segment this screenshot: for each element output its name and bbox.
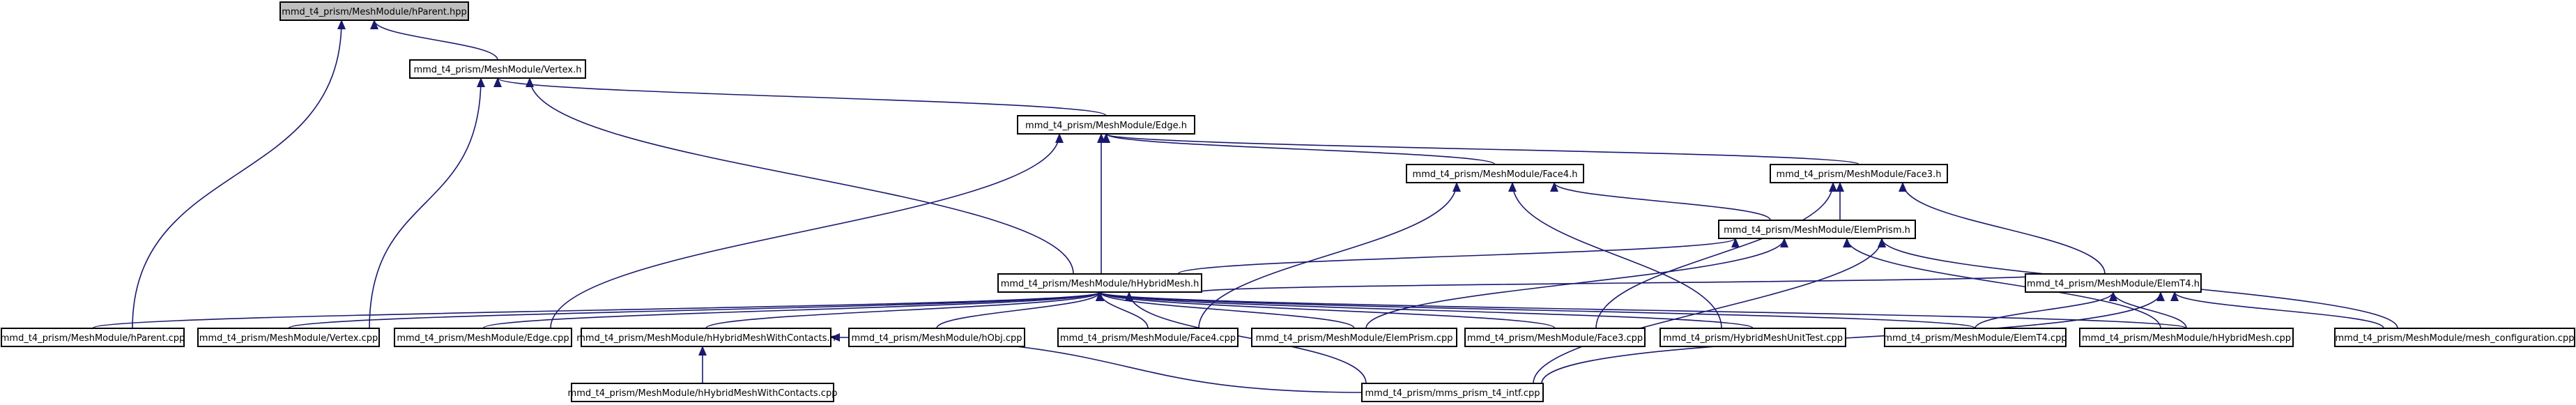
node-mms-cpp[interactable]: mmd_t4_prism/mms_prism_t4_intf.cpp <box>1361 383 1544 402</box>
node-face4-cpp[interactable]: mmd_t4_prism/MeshModule/Face4.cpp <box>1057 328 1239 347</box>
node-label: mmd_t4_prism/MeshModule/hHybridMesh.h <box>1001 279 1199 289</box>
edge-hhybridmesh_cpp-to-elemprism_h <box>1843 238 2161 329</box>
node-label: mmd_t4_prism/MeshModule/ElemT4.h <box>2027 279 2200 289</box>
node-hhmwc-h[interactable]: mmd_t4_prism/MeshModule/hHybridMeshWithC… <box>576 328 836 347</box>
node-label: mmd_t4_prism/MeshModule/Face4.h <box>1413 169 1578 180</box>
node-label: mmd_t4_prism/MeshModule/hHybridMeshWithC… <box>576 333 835 344</box>
node-hmut-cpp[interactable]: mmd_t4_prism/HybridMeshUnitTest.cpp <box>1659 328 1846 347</box>
node-hhybridmesh-cpp[interactable]: mmd_t4_prism/MeshModule/hHybridMesh.cpp <box>2079 328 2294 347</box>
node-elemprism-cpp[interactable]: mmd_t4_prism/MeshModule/ElemPrism.cpp <box>1251 328 1457 347</box>
edge-hhybridmesh_cpp-to-elemt4_h <box>2109 291 2187 329</box>
node-meshconf-cpp[interactable]: mmd_t4_prism/MeshModule/mesh_configurati… <box>2334 328 2575 347</box>
node-face3-cpp[interactable]: mmd_t4_prism/MeshModule/Face3.cpp <box>1464 328 1646 347</box>
node-box <box>2079 328 2294 347</box>
edge-hobj_cpp-to-hhybridmesh_h <box>936 291 1104 329</box>
node-label: mmd_t4_prism/mms_prism_t4_intf.cpp <box>1365 388 1540 399</box>
edge-mms_cpp-to-hhybridmesh_h <box>1125 291 1367 384</box>
node-label: mmd_t4_prism/MeshModule/Face3.cpp <box>1467 333 1643 344</box>
edge-face3_cpp-to-face3_h <box>1595 182 1837 329</box>
node-label: mmd_t4_prism/HybridMeshUnitTest.cpp <box>1663 333 1843 344</box>
node-hparent-hpp: mmd_t4_prism/MeshModule/hParent.hpp <box>279 1 469 21</box>
edge-meshconf_cpp-to-elemt4_h <box>2170 291 2384 329</box>
node-label: mmd_t4_prism/MeshModule/mesh_configurati… <box>2335 333 2574 344</box>
node-label: mmd_t4_prism/MeshModule/Vertex.cpp <box>199 333 378 344</box>
edge-hmut_cpp-to-hhybridmesh_h <box>1096 291 1754 329</box>
node-hparent-cpp[interactable]: mmd_t4_prism/MeshModule/hParent.cpp <box>1 328 185 347</box>
node-box <box>1017 115 1195 135</box>
edge-edge_h-to-vertex_h <box>493 77 1107 116</box>
node-label: mmd_t4_prism/MeshModule/hParent.hpp <box>282 7 467 17</box>
edge-face4_h-to-edge_h <box>1102 133 1496 165</box>
node-face4-h[interactable]: mmd_t4_prism/MeshModule/Face4.h <box>1406 164 1584 183</box>
node-box <box>394 328 572 347</box>
edge-face3_h-to-edge_h <box>1102 133 1860 165</box>
node-box <box>1406 164 1584 183</box>
edge-hhybridmesh_h-to-vertex_h <box>526 77 1074 275</box>
node-box <box>1057 328 1239 347</box>
node-box <box>997 273 1202 293</box>
node-hhmwc-cpp[interactable]: mmd_t4_prism/MeshModule/hHybridMeshWithC… <box>568 383 838 402</box>
edge-hmut_cpp-to-face4_h <box>1508 182 1722 329</box>
node-label: mmd_t4_prism/MeshModule/ElemPrism.cpp <box>1255 333 1452 344</box>
node-edge-h[interactable]: mmd_t4_prism/MeshModule/Edge.h <box>1017 115 1195 135</box>
edge-elemt4_cpp-to-elemt4_h <box>1975 291 2117 329</box>
edge-hhybridmesh_cpp-to-hhybridmesh_h <box>1096 291 2187 329</box>
node-box <box>848 328 1025 347</box>
node-box <box>197 328 380 347</box>
edge-mms_cpp-to-elemt4_h <box>1541 291 2165 384</box>
edge-vertex_h-to-hparent_hpp <box>370 20 498 61</box>
node-face3-h[interactable]: mmd_t4_prism/MeshModule/Face3.h <box>1770 164 1948 183</box>
node-label: mmd_t4_prism/MeshModule/hParent.cpp <box>1 333 185 344</box>
node-elemprism-h[interactable]: mmd_t4_prism/MeshModule/ElemPrism.h <box>1718 220 1916 239</box>
node-label: mmd_t4_prism/MeshModule/Face4.cpp <box>1060 333 1236 344</box>
edge-edge_cpp-to-hhybridmesh_h <box>482 291 1104 329</box>
edge-hhmwc_h-to-hhybridmesh_h <box>705 291 1104 329</box>
node-label: mmd_t4_prism/MeshModule/Edge.cpp <box>397 333 569 344</box>
node-label: mmd_t4_prism/MeshModule/ElemPrism.h <box>1724 225 1910 236</box>
edge-edge_cpp-to-edge_h <box>550 133 1064 329</box>
edge-face4_cpp-to-face4_h <box>1198 182 1461 329</box>
node-box <box>1659 328 1846 347</box>
node-box <box>2334 328 2575 347</box>
edge-vertex_cpp-to-vertex_h <box>369 77 485 329</box>
node-label: mmd_t4_prism/MeshModule/Vertex.h <box>413 65 581 75</box>
node-label: mmd_t4_prism/MeshModule/Face3.h <box>1777 169 1942 180</box>
node-box <box>571 383 834 402</box>
node-box <box>279 1 469 21</box>
node-box <box>2025 273 2202 293</box>
edge-vertex_cpp-to-hhybridmesh_h <box>288 291 1104 329</box>
edge-hparent_cpp-to-hparent_hpp <box>132 20 346 329</box>
node-box <box>1 328 185 347</box>
edge-elemt4_cpp-to-hhybridmesh_h <box>1096 291 1976 329</box>
node-vertex-cpp[interactable]: mmd_t4_prism/MeshModule/Vertex.cpp <box>197 328 380 347</box>
node-box <box>581 328 831 347</box>
edge-hparent_cpp-to-hhybridmesh_h <box>92 291 1104 329</box>
node-elemt4-h[interactable]: mmd_t4_prism/MeshModule/ElemT4.h <box>2025 273 2202 293</box>
node-label: mmd_t4_prism/MeshModule/ElemT4.cpp <box>1883 333 2067 344</box>
edge-face3_cpp-to-hhybridmesh_h <box>1096 291 1556 329</box>
node-label: mmd_t4_prism/MeshModule/Edge.h <box>1025 121 1187 131</box>
node-vertex-h[interactable]: mmd_t4_prism/MeshModule/Vertex.h <box>409 59 586 79</box>
edge-elemt4_h-to-face3_h <box>1899 182 2106 275</box>
node-box <box>1718 220 1916 239</box>
node-box <box>1464 328 1646 347</box>
node-label: mmd_t4_prism/MeshModule/hHybridMesh.cpp <box>2082 333 2291 344</box>
edge-elemprism_cpp-to-hhybridmesh_h <box>1096 291 1355 329</box>
node-box <box>1770 164 1948 183</box>
node-box <box>1361 383 1544 402</box>
node-label: mmd_t4_prism/MeshModule/hObj.cpp <box>852 333 1022 344</box>
edge-hhybridmesh_h-to-elemt4_h <box>1198 273 2067 293</box>
node-box <box>409 59 586 79</box>
edge-elemprism_h-to-face4_h <box>1550 182 1771 221</box>
node-box <box>1884 328 2067 347</box>
node-box <box>1251 328 1457 347</box>
node-label: mmd_t4_prism/MeshModule/hHybridMeshWithC… <box>568 388 838 399</box>
node-edge-cpp[interactable]: mmd_t4_prism/MeshModule/Edge.cpp <box>394 328 572 347</box>
node-hobj-cpp[interactable]: mmd_t4_prism/MeshModule/hObj.cpp <box>848 328 1025 347</box>
edge-hhybridmesh_h-to-elemprism_h <box>1177 238 1740 275</box>
node-hhybridmesh-h[interactable]: mmd_t4_prism/MeshModule/hHybridMesh.h <box>997 273 1202 293</box>
node-elemt4-cpp[interactable]: mmd_t4_prism/MeshModule/ElemT4.cpp <box>1883 328 2067 347</box>
